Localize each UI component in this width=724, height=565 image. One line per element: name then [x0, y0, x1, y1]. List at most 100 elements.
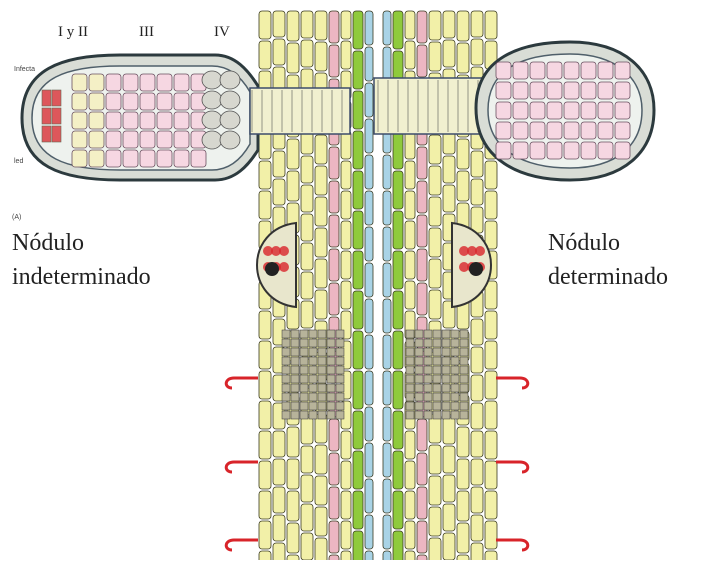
cortex-cell: [315, 42, 327, 71]
cortex-cell: [287, 171, 299, 201]
division-cell: [318, 366, 326, 374]
cortex-cell: [485, 461, 497, 489]
dividing-cell: [263, 246, 273, 256]
meristem-cell: [42, 126, 51, 142]
division-cell: [451, 411, 459, 419]
division-cell: [282, 411, 290, 419]
vascular-cell: [353, 11, 363, 49]
division-cell: [291, 402, 299, 410]
vascular-cell: [393, 371, 403, 409]
cortex-cell: [287, 43, 299, 73]
division-cell: [309, 348, 317, 356]
cortex-cell: [471, 403, 483, 429]
pericycle-cell: [383, 443, 391, 477]
infected-cell: [598, 82, 613, 99]
vascular-cell: [393, 491, 403, 529]
division-cell: [309, 411, 317, 419]
dividing-cell: [475, 246, 485, 256]
division-cell: [318, 348, 326, 356]
division-cell: [282, 339, 290, 347]
infected-cell: [547, 62, 562, 79]
division-cell: [318, 375, 326, 383]
cortex-cell: [471, 543, 483, 560]
cortex-cell: [429, 197, 441, 226]
division-cell: [415, 384, 423, 392]
infection-site: [469, 262, 483, 276]
division-cell: [433, 339, 441, 347]
infected-cell: [564, 82, 579, 99]
division-cell: [327, 393, 335, 401]
nodule-vascular-connection: [250, 88, 350, 134]
division-cell: [442, 357, 450, 365]
infected-cell: [140, 112, 155, 129]
endodermis-cell: [329, 249, 339, 281]
infected-cell: [89, 150, 104, 167]
cortex-cell: [259, 371, 271, 399]
endodermis-cell: [417, 215, 427, 247]
cortex-cell: [341, 431, 351, 459]
division-cell: [282, 366, 290, 374]
infected-cell: [174, 150, 189, 167]
cortex-cell: [471, 487, 483, 513]
infected-cell: [72, 93, 87, 110]
nodule-vascular-connection: [374, 78, 484, 134]
cortex-cell: [273, 543, 285, 560]
cortex-cell: [429, 538, 441, 560]
division-cell: [291, 384, 299, 392]
infected-cell: [615, 102, 630, 119]
senescent-cell: [220, 91, 240, 109]
infected-cell: [530, 82, 545, 99]
infected-cell: [581, 62, 596, 79]
division-cell: [336, 402, 344, 410]
division-cell: [433, 402, 441, 410]
cortex-cell: [485, 401, 497, 429]
cortex-cell: [287, 427, 299, 457]
division-cell: [460, 330, 468, 338]
endodermis-cell: [329, 521, 339, 553]
division-cell: [282, 357, 290, 365]
division-cell: [433, 411, 441, 419]
infected-cell: [513, 142, 528, 159]
pericycle-cell: [365, 551, 373, 560]
infection-site: [265, 262, 279, 276]
infected-cell: [89, 112, 104, 129]
cortex-cell: [405, 41, 415, 69]
division-cell: [460, 357, 468, 365]
infected-cell: [123, 150, 138, 167]
infected-cell: [140, 74, 155, 91]
vascular-cell: [353, 491, 363, 529]
cortex-cell: [273, 515, 285, 541]
endodermis-cell: [417, 147, 427, 179]
cortex-cell: [287, 491, 299, 521]
division-cell: [336, 357, 344, 365]
cortex-cell: [405, 491, 415, 519]
vascular-cell: [353, 371, 363, 409]
left-hair-3: [226, 540, 258, 550]
division-cell: [327, 375, 335, 383]
cortex-cell: [259, 341, 271, 369]
panel-mark: (A): [12, 214, 21, 221]
cortex-cell: [315, 476, 327, 505]
determinate-nodule-label-line2: determinado: [548, 262, 668, 292]
senescent-cell: [202, 91, 222, 109]
division-cell: [460, 411, 468, 419]
determinate-nodule-label-line1: Nódulo: [548, 228, 620, 258]
division-cell: [406, 339, 414, 347]
vascular-cell: [393, 531, 403, 560]
division-cell: [300, 393, 308, 401]
division-cell: [424, 375, 432, 383]
cortex-cell: [457, 427, 469, 457]
infected-cell: [564, 102, 579, 119]
infected-cell: [615, 82, 630, 99]
infected-cell: [581, 122, 596, 139]
cortex-cell: [429, 507, 441, 536]
division-cell: [433, 393, 441, 401]
infected-cell: [72, 131, 87, 148]
pericycle-cell: [365, 515, 373, 549]
senescent-cell: [202, 131, 222, 149]
cortex-cell: [259, 401, 271, 429]
infected-cell: [123, 131, 138, 148]
division-cell: [442, 411, 450, 419]
endodermis-cell: [329, 555, 339, 560]
cortex-cell: [259, 551, 271, 560]
